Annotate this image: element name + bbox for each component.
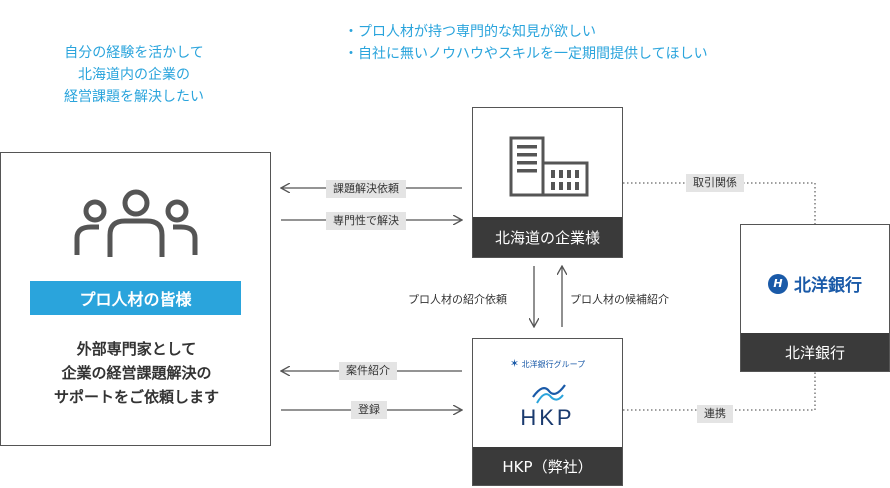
experts-description-line: 外部専門家として bbox=[76, 340, 197, 358]
company-need-line: ・プロ人材が持つ専門的な知見が欲しい bbox=[344, 24, 596, 40]
company-needs: ・プロ人材が持つ専門的な知見が欲しい ・自社に無いノウハウやスキルを一定期間提供… bbox=[344, 21, 708, 65]
experts-box: プロ人材の皆様 外部専門家として 企業の経営課題解決の サポートをご依頼します bbox=[0, 152, 271, 446]
hkp-label: HKP（弊社） bbox=[473, 447, 622, 485]
label-project-intro: 案件紹介 bbox=[339, 362, 397, 380]
label-register: 登録 bbox=[351, 401, 387, 419]
hkp-logo-text: HKP bbox=[520, 405, 575, 430]
office-building-icon bbox=[509, 136, 589, 197]
hkp-logo-mark-icon bbox=[532, 384, 566, 404]
star-icon: ✶ bbox=[509, 357, 520, 370]
hkp-group-text: ✶ 北洋銀行グループ bbox=[473, 357, 622, 370]
label-request: 課題解決依頼 bbox=[326, 180, 406, 198]
bank-label: 北洋銀行 bbox=[741, 333, 889, 371]
expert-need-line: 自分の経験を活かして bbox=[64, 45, 204, 61]
experts-description-line: サポートをご依頼します bbox=[53, 388, 219, 406]
company-box: 北海道の企業様 bbox=[472, 107, 623, 258]
company-label: 北海道の企業様 bbox=[473, 217, 622, 257]
company-need-line: ・自社に無いノウハウやスキルを一定期間提供してほしい bbox=[344, 46, 708, 62]
bank-logo-icon: H bbox=[768, 273, 788, 294]
label-solve: 専門性で解決 bbox=[326, 212, 406, 230]
label-business-relation: 取引関係 bbox=[686, 174, 744, 192]
experts-title: プロ人材の皆様 bbox=[30, 281, 241, 315]
bank-logo-text: 北洋銀行 bbox=[794, 276, 862, 296]
hkp-group-label: 北洋銀行グループ bbox=[521, 360, 586, 369]
experts-description: 外部専門家として 企業の経営課題解決の サポートをご依頼します bbox=[1, 337, 272, 409]
expert-needs: 自分の経験を活かして 北海道内の企業の 経営課題を解決したい bbox=[40, 42, 228, 108]
label-intro-request: プロ人材の紹介依頼 bbox=[408, 293, 507, 306]
expert-need-line: 北海道内の企業の bbox=[78, 67, 190, 83]
expert-need-line: 経営課題を解決したい bbox=[64, 89, 204, 105]
dotted-partnership bbox=[623, 372, 816, 411]
bank-logo: H 北洋銀行 bbox=[741, 271, 889, 296]
hkp-box: ✶ 北洋銀行グループ HKP HKP（弊社） bbox=[472, 338, 623, 486]
label-candidate-intro: プロ人材の候補紹介 bbox=[570, 293, 669, 306]
people-group-icon bbox=[74, 189, 198, 257]
experts-description-line: 企業の経営課題解決の bbox=[61, 364, 212, 382]
label-partnership: 連携 bbox=[697, 405, 733, 423]
bank-box: H 北洋銀行 北洋銀行 bbox=[740, 224, 890, 372]
